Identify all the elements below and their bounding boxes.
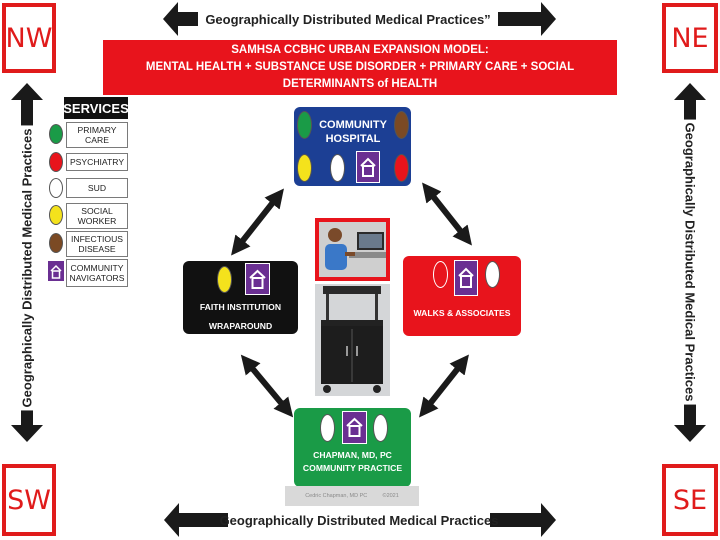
walks-label: WALKS & ASSOCIATES (406, 306, 518, 320)
chapman-house-icon (342, 411, 367, 444)
walks-white-dot (485, 261, 500, 288)
title-line-3: thru VIRTUAL CARE (304, 95, 416, 107)
legend-social-worker-dot (49, 205, 63, 225)
legend-infectious-disease: INFECTIOUS DISEASE (66, 231, 128, 257)
top-banner-label: Geographically Distributed Medical Pract… (205, 11, 491, 27)
corner-nw-label: NW (5, 22, 53, 54)
physician-photo (315, 218, 390, 281)
legend-community-navigators-house-icon (47, 260, 65, 282)
legend-social-worker-label: SOCIAL WORKER (77, 206, 117, 226)
services-heading-label: SERVICES (63, 100, 129, 116)
hospital-green-dot (297, 111, 312, 139)
bottom-banner-label: Geographically Distributed Medical Pract… (219, 512, 499, 528)
walks-label-line-1: WALKS & ASSOCIATES (413, 308, 511, 318)
legend-sud-label: SUD (87, 183, 107, 193)
chapman-white-dot-right (373, 414, 388, 442)
hospital-yellow-dot (297, 154, 312, 182)
hospital-label-line-2: HOSPITAL (325, 133, 381, 145)
arrow-hospital-walks (422, 182, 472, 246)
hospital-red-dot (394, 154, 409, 182)
legend-psychiatry: PSYCHIATRY (66, 153, 128, 171)
corner-sw-label: SW (7, 484, 51, 516)
legend-community-navigators-label: COMMUNITY NAVIGATORS (69, 263, 125, 283)
faith-house-icon (245, 263, 270, 295)
arrow-walks-chapman (419, 354, 469, 418)
legend-infectious-disease-label: INFECTIOUS DISEASE (70, 234, 124, 254)
faith-label: FAITH INSTITUTION WRAPAROUND SERVICES (186, 298, 295, 355)
arrow-hospital-faith (231, 188, 284, 256)
copyright-watermark-text: Cedric Chapman, MD PC ©2021 (305, 493, 399, 499)
model-title: SAMHSA CCBHC URBAN EXPANSION MODEL: MENT… (103, 40, 617, 107)
faith-label-line-2: WRAPAROUND SERVICES (208, 321, 273, 350)
chapman-label-line-2: COMMUNITY PRACTICE (302, 463, 403, 473)
walks-red-dot (433, 261, 448, 288)
corner-se-label: SE (672, 484, 708, 516)
corner-ne: NE (662, 3, 718, 73)
faith-yellow-dot (217, 266, 232, 293)
bottom-banner-text: Geographically Distributed Medical Pract… (220, 509, 498, 531)
telehealth-cart-photo (315, 284, 390, 396)
legend-infectious-disease-dot (49, 233, 63, 253)
services-heading: SERVICES (63, 97, 129, 119)
faith-label-line-1: FAITH INSTITUTION (199, 302, 282, 312)
corner-nw: NW (2, 3, 56, 73)
chapman-label: CHAPMAN, MD, PC COMMUNITY PRACTICE (297, 449, 408, 475)
legend-primary-care-label: PRIMARY CARE (77, 125, 117, 145)
hospital-house-icon (356, 151, 380, 183)
hospital-label: COMMUNITY HOSPITAL (312, 118, 394, 146)
legend-community-navigators: COMMUNITY NAVIGATORS (66, 259, 128, 287)
chapman-label-line-1: CHAPMAN, MD, PC (313, 450, 392, 460)
walks-house-icon (454, 260, 478, 296)
corner-ne-label: NE (671, 22, 709, 54)
legend-psychiatry-label: PSYCHIATRY (69, 157, 125, 167)
hospital-brown-dot (394, 111, 409, 139)
legend-social-worker: SOCIAL WORKER (66, 203, 128, 229)
copyright-watermark: Cedric Chapman, MD PC ©2021 (285, 486, 419, 506)
faith-institution-node (183, 261, 298, 334)
legend-sud: SUD (66, 178, 128, 198)
hospital-white-dot (330, 154, 345, 182)
title-line-1: SAMHSA CCBHC URBAN EXPANSION MODEL: (231, 44, 489, 56)
community-hospital-node (294, 107, 411, 186)
legend-primary-care: PRIMARY CARE (66, 122, 128, 148)
top-banner-text: Geographically Distributed Medical Pract… (198, 8, 498, 30)
legend-primary-care-dot (49, 124, 63, 144)
chapman-white-dot-left (320, 414, 335, 442)
title-line-2: MENTAL HEALTH + SUBSTANCE USE DISORDER +… (145, 61, 575, 90)
corner-se: SE (662, 464, 718, 536)
arrow-faith-chapman (240, 354, 294, 418)
legend-sud-dot (49, 178, 63, 198)
corner-sw: SW (2, 464, 56, 536)
legend-psychiatry-dot (49, 152, 63, 172)
hospital-label-line-1: COMMUNITY (319, 119, 387, 131)
